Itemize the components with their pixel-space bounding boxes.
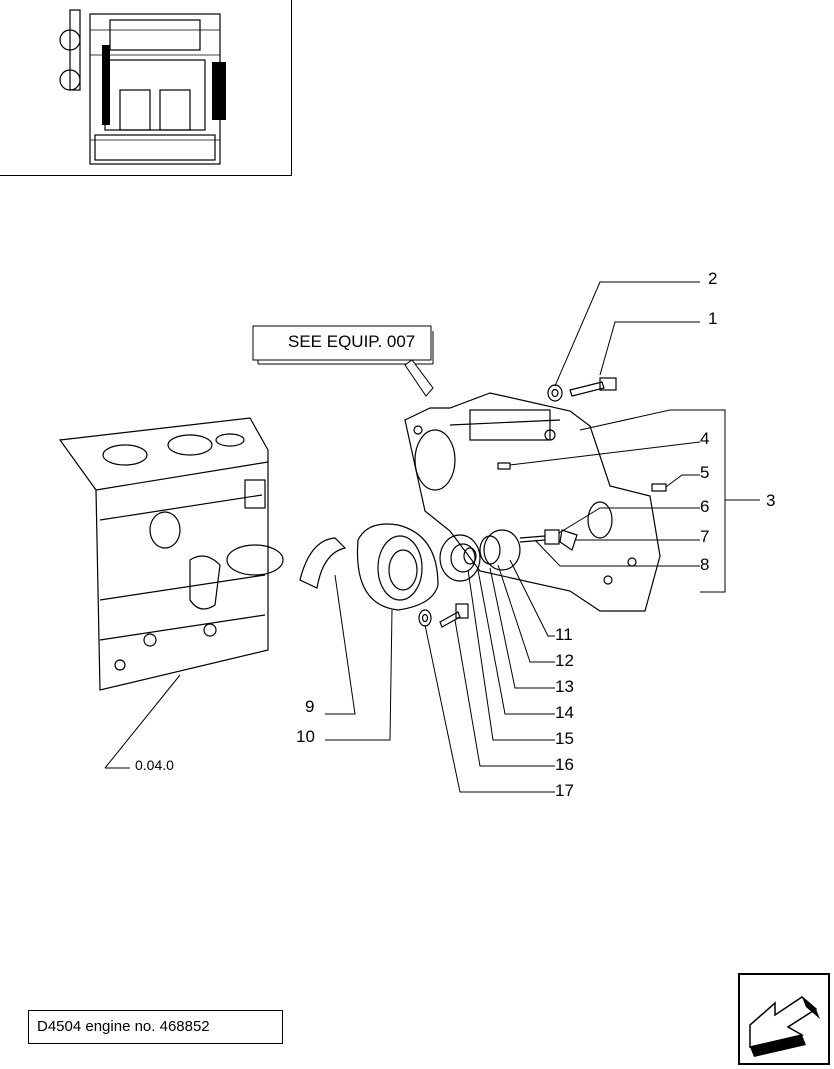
back-arrow-icon [749, 996, 820, 1057]
callout-16: 16 [555, 755, 574, 774]
callout-17: 17 [555, 781, 574, 800]
callout-numbers: 2 1 3 4 5 6 7 8 9 10 11 12 13 14 15 16 1… [296, 269, 775, 800]
leader-lines [325, 281, 760, 793]
callout-4: 4 [700, 429, 709, 448]
callout-2: 2 [708, 269, 717, 288]
callout-6: 6 [700, 497, 709, 516]
callout-11: 11 [555, 625, 573, 644]
back-navigation-button[interactable] [738, 973, 830, 1065]
callout-14: 14 [555, 703, 574, 722]
see-equip-label: SEE EQUIP. 007 [288, 332, 415, 351]
callout-7: 7 [700, 527, 709, 546]
callout-3: 3 [766, 491, 775, 510]
see-equip-box[interactable]: SEE EQUIP. 007 [252, 325, 434, 365]
engine-info-box: D4504 engine no. 468852 [28, 1010, 283, 1044]
callout-12: 12 [555, 651, 574, 670]
callout-10: 10 [296, 727, 315, 746]
callout-15: 15 [555, 729, 574, 748]
parts [299, 377, 667, 628]
front-cover [404, 392, 661, 612]
callout-9: 9 [305, 697, 314, 716]
callout-5: 5 [700, 463, 709, 482]
engine-thumbnail-icon [59, 9, 226, 165]
engine-label: D4504 engine no. 468852 [37, 1018, 210, 1035]
engine-block [58, 417, 284, 691]
reference-label: 0.04.0 [135, 757, 174, 773]
engine-thumbnail-frame [0, 0, 292, 176]
callout-1: 1 [708, 309, 717, 328]
callout-13: 13 [555, 677, 574, 696]
callout-8: 8 [700, 555, 709, 574]
